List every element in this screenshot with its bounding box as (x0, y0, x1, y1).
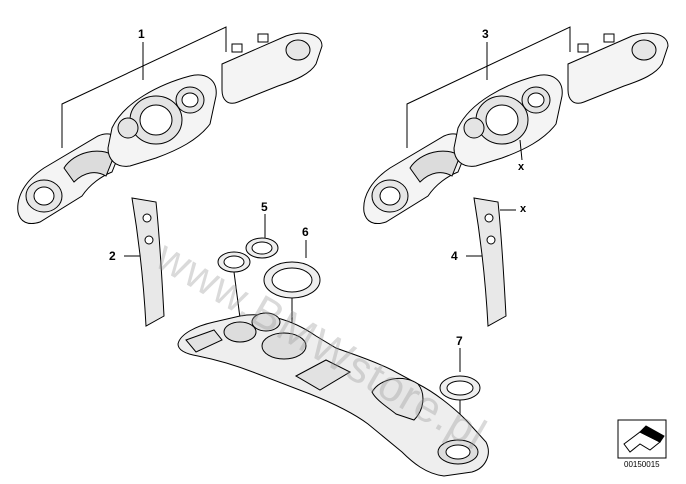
console-cupholder-3 (261, 332, 307, 360)
console-cupholder-2 (251, 312, 281, 332)
center-console (177, 312, 489, 477)
arrow-icon (617, 419, 667, 459)
callout-5[interactable]: 5 (261, 200, 268, 214)
callout-4[interactable]: 4 (451, 249, 458, 263)
vent-ring-right (285, 39, 311, 61)
callout-2[interactable]: 2 (109, 249, 116, 263)
vent-duct-left (63, 150, 115, 183)
console-cupholder-1 (223, 321, 257, 343)
console-shifter-boot (371, 377, 424, 421)
callout-7[interactable]: 7 (456, 334, 463, 348)
callout-6[interactable]: 6 (302, 225, 309, 239)
diagram-code: 00150015 (624, 460, 660, 469)
callout-3[interactable]: 3 (482, 27, 489, 41)
console-front-flap (185, 329, 223, 353)
pillar-trim-right (466, 197, 516, 327)
callout-1[interactable]: 1 (138, 27, 145, 41)
mount-bracket-2 (257, 33, 269, 43)
leader-x-upper (519, 139, 523, 161)
dashboard-trim-set-left (17, 26, 323, 225)
gauge-ring-3 (117, 117, 139, 139)
leader-1 (61, 26, 227, 148)
dashboard-trim-set-right (363, 26, 669, 225)
reference-mark-x-lower: x (520, 203, 527, 215)
reference-mark-x-upper: x (518, 161, 525, 173)
trim-left-end-panel (17, 133, 121, 225)
mount-bracket-1 (231, 43, 243, 53)
pillar-trim-left (124, 197, 165, 327)
leader-3 (406, 26, 571, 148)
trim-left-end-panel-2 (363, 133, 467, 225)
console-tray (294, 359, 352, 391)
